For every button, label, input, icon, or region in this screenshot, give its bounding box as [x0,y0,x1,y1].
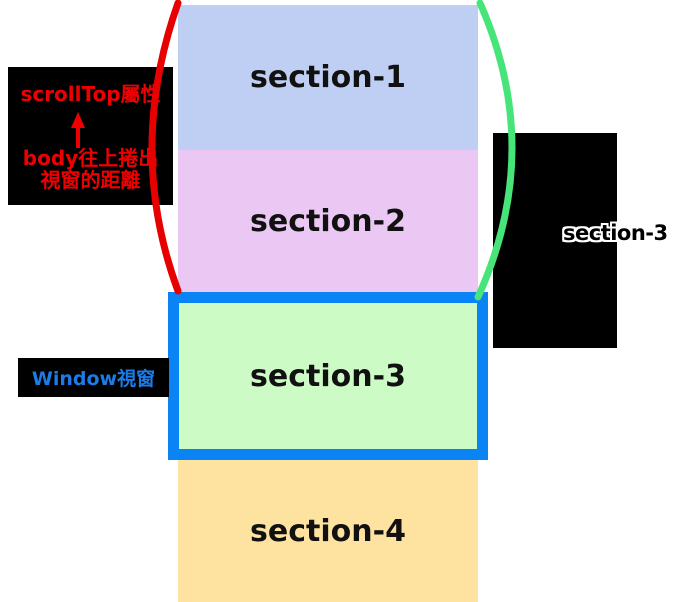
window-label-box: Window視窗 [18,358,169,397]
section-2-label: section-2 [250,204,406,239]
section-2-block: section-2 [178,150,478,293]
section-1-block: section-1 [178,5,478,150]
section-4-block: section-4 [178,460,478,602]
section-3-label: section-3 [250,358,406,394]
window-label: Window視窗 [31,368,156,390]
section-4-label: section-4 [250,513,406,549]
scrolltop-desc-line2: 視窗的距離 [40,168,141,192]
right-section-label: section-3 [563,221,668,245]
window-viewport-frame: section-3 [168,292,488,460]
scrolltop-title: scrollTop屬性 [20,82,161,106]
section-1-label: section-1 [250,60,406,95]
scrolltop-annotation-box: scrollTop屬性 body往上捲出 視窗的距離 [8,67,173,205]
scrolltop-desc-line1: body往上捲出 [22,146,159,170]
